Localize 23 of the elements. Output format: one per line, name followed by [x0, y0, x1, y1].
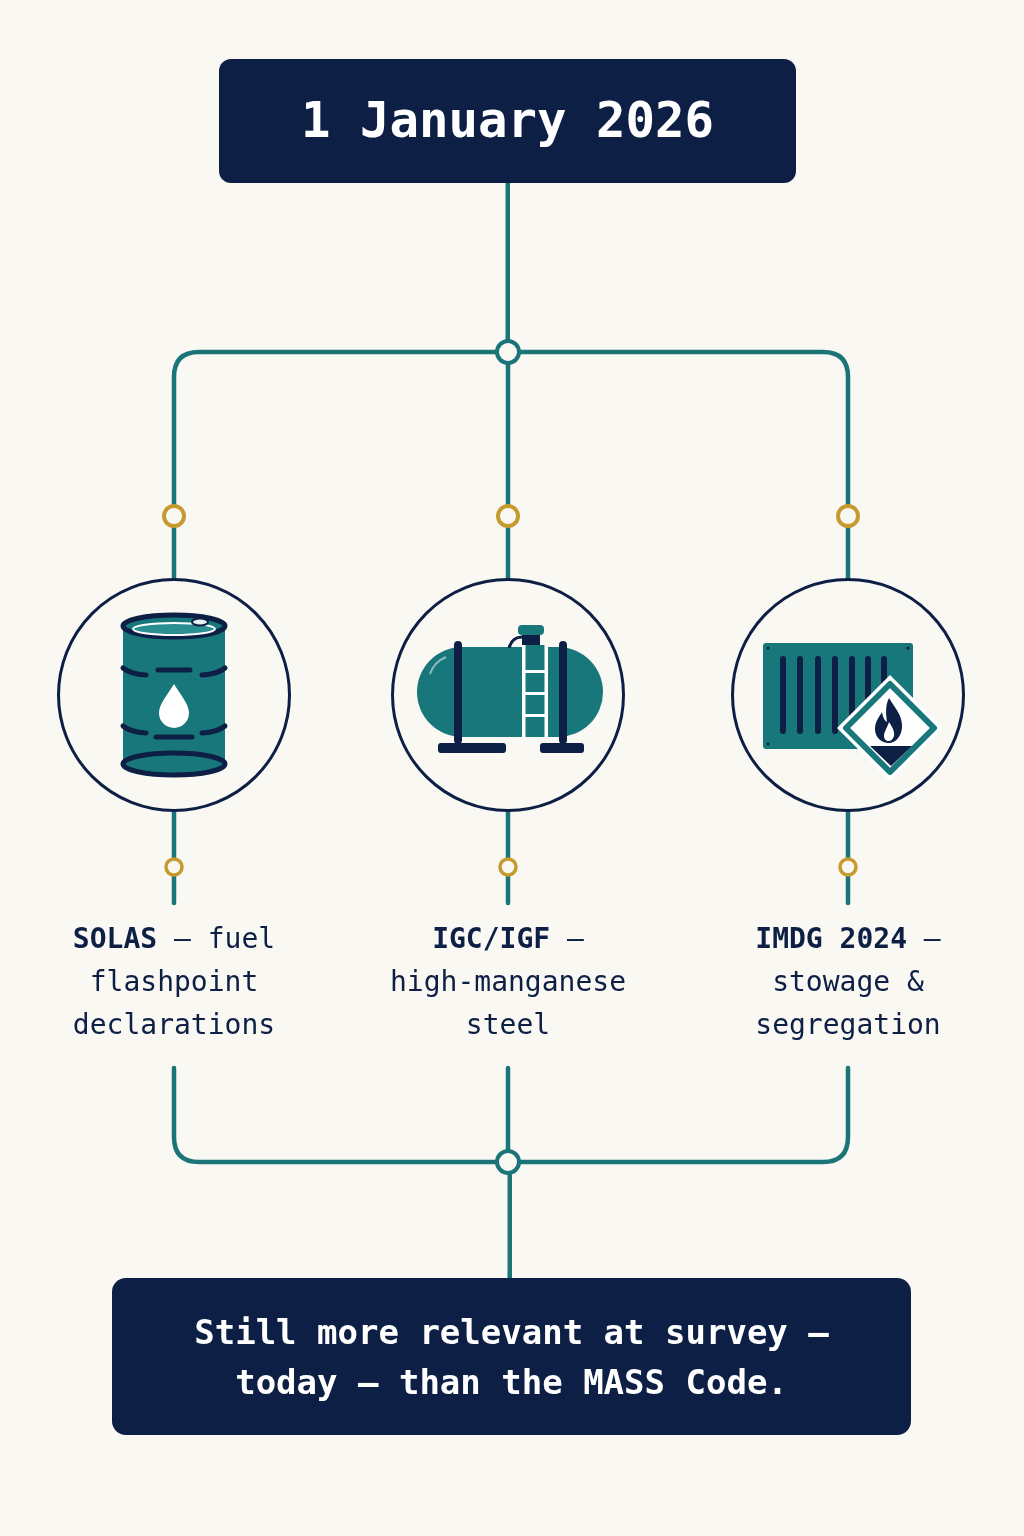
- connector-line: [171, 1065, 498, 1165]
- icon-frame: [391, 578, 625, 812]
- connector-line-with-ring: [162, 349, 498, 581]
- connector-line-with-ring: [496, 362, 520, 581]
- regulation-label: IMDG 2024 — stowage & segregation: [754, 921, 942, 1043]
- regulation-label: IGC/IGF — high-manganese steel: [389, 921, 627, 1043]
- regulation-label: SOLAS — fuel flashpoint declarations: [71, 921, 277, 1043]
- connector-line: [505, 180, 510, 342]
- summary-panel: [112, 1278, 911, 1435]
- junction-ring: [495, 1149, 521, 1175]
- connector-line: [507, 1172, 512, 1281]
- connector-line-with-ring: [838, 809, 858, 906]
- connector-line: [518, 1065, 851, 1165]
- date-panel: [219, 59, 796, 183]
- icon-frame: [731, 578, 965, 812]
- junction-ring: [495, 339, 521, 365]
- connector-line: [505, 1065, 511, 1152]
- summary-text: Still more relevant at survey — today — than the MASS Code.: [193, 1310, 830, 1404]
- connector-line-with-ring: [164, 809, 184, 906]
- connector-line-with-ring: [518, 349, 860, 581]
- icon-frame: [57, 578, 291, 812]
- date-text: 1 January 2026: [301, 91, 714, 151]
- connector-line-with-ring: [498, 809, 518, 906]
